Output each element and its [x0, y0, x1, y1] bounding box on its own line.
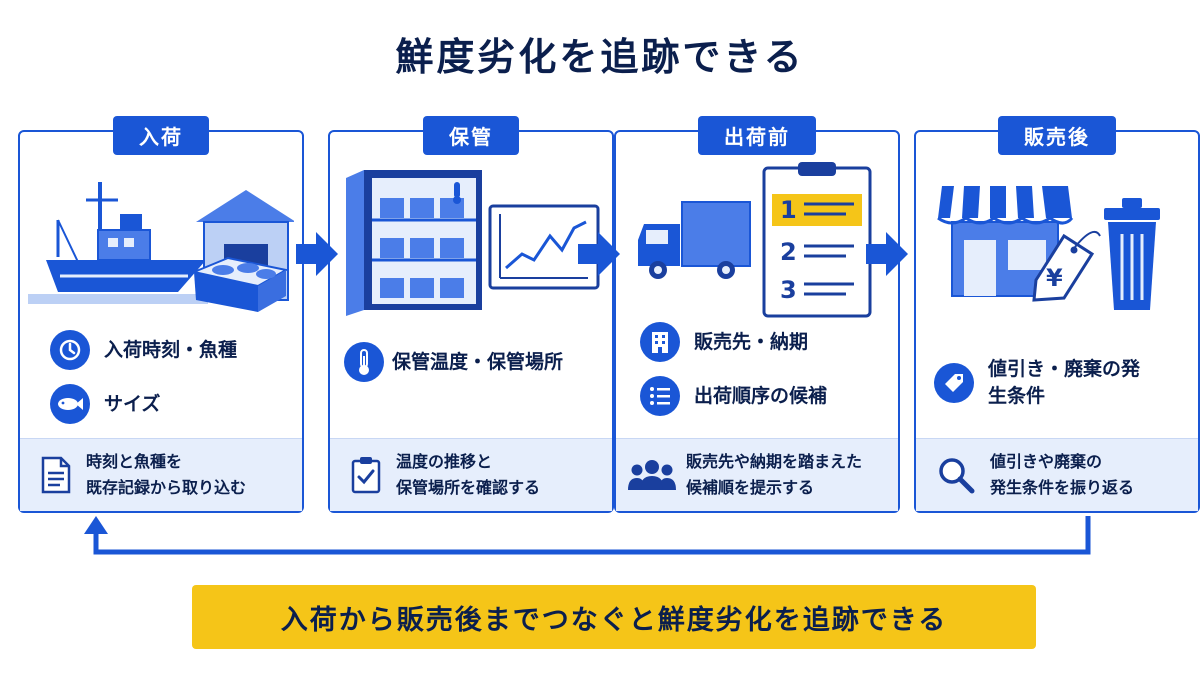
list-icon: [640, 376, 680, 416]
page-title: 鮮度劣化を追跡できる: [395, 35, 805, 79]
arrival-item-size: サイズ: [50, 384, 160, 424]
clipboard-check-icon: [351, 457, 381, 494]
fishing-boat-icon: [28, 182, 208, 304]
stage-label-arrival: 入荷: [113, 116, 209, 155]
stage-label-post-sale: 販売後: [998, 116, 1116, 155]
priority-checklist-icon: 1 2 3: [762, 162, 872, 318]
arrival-footer: 時刻と魚種を 既存記録から取り込む: [20, 438, 302, 511]
storefront-icon: [937, 186, 1074, 297]
summary-banner: 入荷から販売後までつなぐと鮮度劣化を追跡できる: [192, 585, 1036, 649]
yen-price-tag-icon: ¥: [1032, 230, 1101, 302]
arrow-right-icon: [296, 232, 338, 276]
arrow-right-icon: [866, 232, 908, 276]
document-icon: [41, 456, 71, 494]
stage-label-pre-shipping: 出荷前: [698, 116, 816, 155]
checklist-number-2: 2: [780, 238, 797, 266]
stage-label-storage: 保管: [423, 116, 519, 155]
arrival-illustration: [28, 182, 294, 312]
building-icon: [640, 322, 680, 362]
post-sale-illustration: ¥: [937, 186, 1160, 310]
stage-card-post-sale: 販売後 ¥ 値引: [914, 116, 1200, 513]
storage-item-temp-location: 保管温度・保管場所: [344, 342, 563, 382]
arrow-right-icon: [578, 232, 620, 276]
checklist-number-1: 1: [780, 196, 797, 224]
storage-footer: 温度の推移と 保管場所を確認する: [330, 438, 612, 511]
people-icon: [628, 460, 676, 490]
stage-card-storage: 保管 保管温度・保管場所: [328, 116, 614, 513]
storage-illustration: [346, 170, 600, 316]
pre-shipping-item-shipping-order: 出荷順序の候補: [640, 376, 827, 416]
pre-shipping-item-customer-deadline: 販売先・納期: [640, 322, 808, 362]
fish-crate-icon: [190, 256, 289, 312]
price-tag-icon: [934, 363, 974, 403]
cold-storage-shelf-icon: [346, 170, 482, 316]
magnifier-icon: [939, 458, 975, 494]
checklist-number-3: 3: [780, 276, 797, 304]
post-sale-footer: 値引きや廃棄の 発生条件を振り返る: [916, 438, 1198, 511]
pre-shipping-footer: 販売先や納期を踏まえた 候補順を提示する: [616, 438, 898, 511]
stage-card-pre-shipping: 出荷前 1 2 3 販売先・納期: [614, 116, 900, 513]
fish-icon: [50, 384, 90, 424]
arrival-item-time-species: 入荷時刻・魚種: [50, 330, 237, 370]
stage-card-arrival: 入荷: [18, 116, 304, 513]
yen-symbol: ¥: [1046, 264, 1063, 292]
post-sale-item-discount-disposal: 値引き・廃棄の発生条件: [934, 356, 1158, 410]
trash-can-icon: [1104, 198, 1160, 310]
thermometer-icon: [344, 342, 384, 382]
clock-icon: [50, 330, 90, 370]
truck-icon: [638, 201, 751, 279]
pre-shipping-illustration: 1 2 3: [638, 162, 872, 318]
